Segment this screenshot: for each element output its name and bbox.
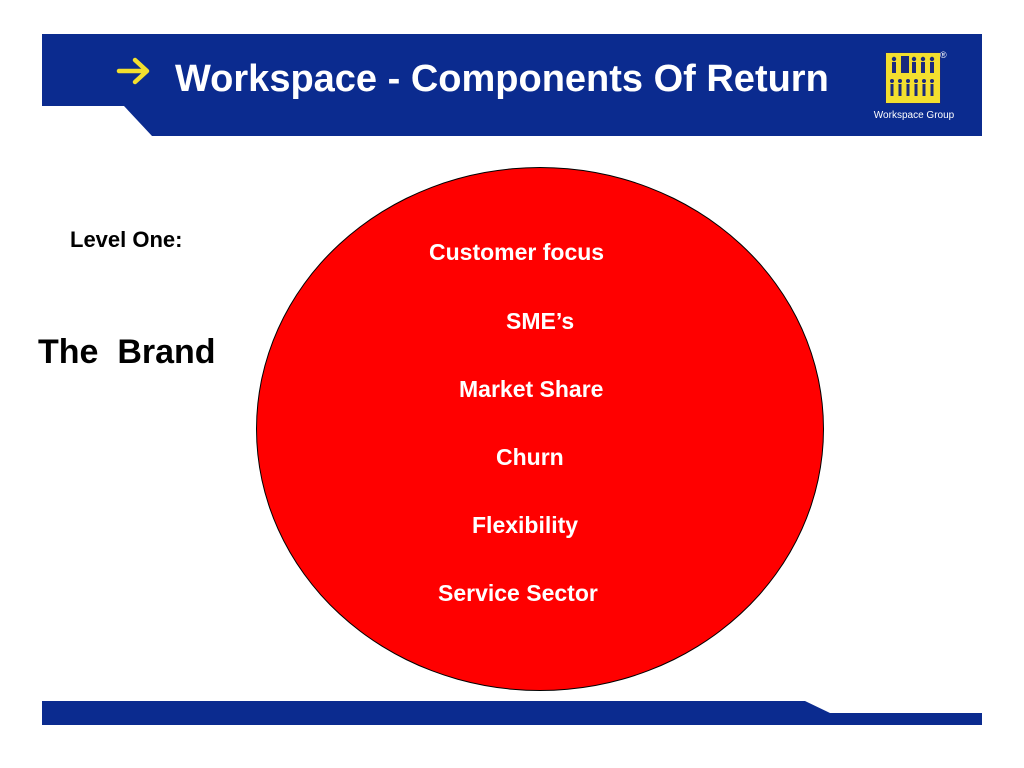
circle-item-customer-focus: Customer focus: [429, 239, 605, 265]
circle-item-churn: Churn: [496, 444, 564, 470]
circle-item-market-share: Market Share: [459, 376, 604, 402]
circle-item-flexibility: Flexibility: [472, 512, 579, 538]
circle-item-service-sector: Service Sector: [438, 580, 598, 606]
logo-icon: [885, 52, 941, 104]
logo-text: Workspace Group: [873, 110, 955, 121]
slide-title: Workspace - Components Of Return: [175, 58, 829, 100]
registered-mark: ®: [940, 50, 947, 60]
brand-label: The Brand: [38, 333, 216, 371]
level-label: Level One:: [70, 227, 183, 252]
circle-item-smes: SME’s: [506, 308, 575, 334]
right-arrow-icon: [116, 57, 150, 85]
header-band: [42, 34, 982, 136]
workspace-group-logo: ® Workspace Group: [868, 48, 960, 124]
components-circle: [256, 167, 824, 691]
